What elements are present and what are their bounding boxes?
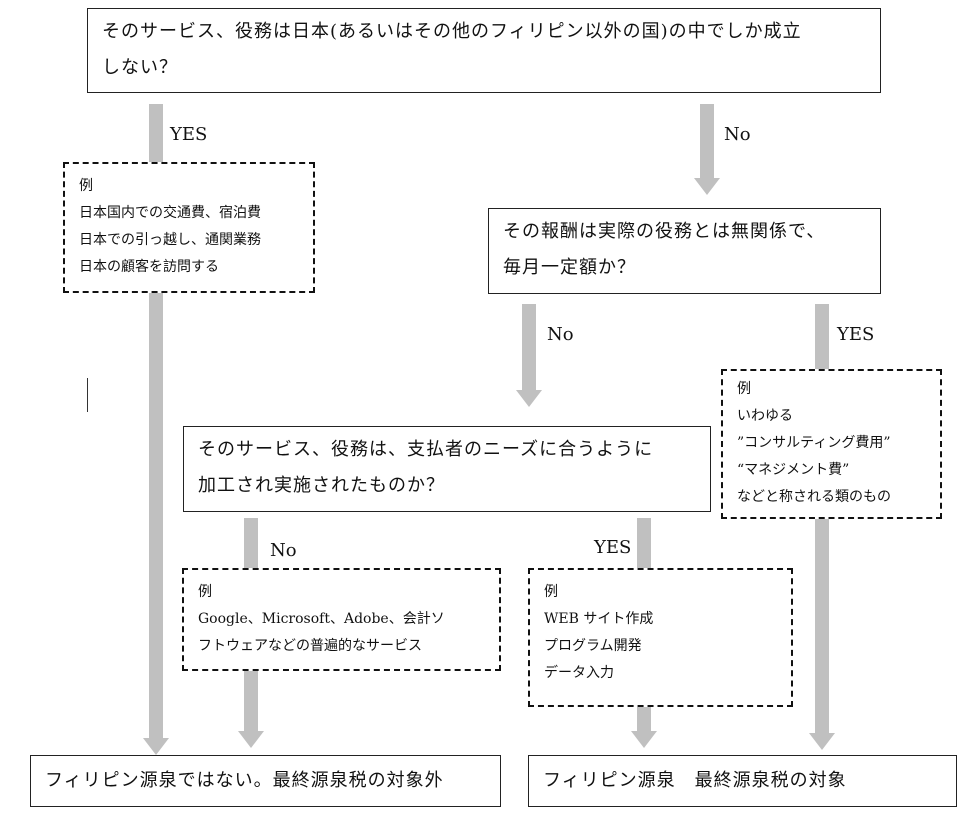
- question-1-line-1: そのサービス、役務は日本(あるいはその他のフィリピン以外の国)の中でしか成立: [102, 21, 802, 42]
- label-q3-no: No: [270, 540, 297, 561]
- arrow-q3-no-shaft-top: [244, 518, 258, 568]
- arrow-q3-no-shaft: [244, 670, 258, 732]
- arrow-q1-yes-shaft: [149, 292, 163, 740]
- example-1-title: 例: [79, 178, 93, 194]
- arrow-q2-yes-shaft-top: [815, 304, 829, 370]
- question-2-box: その報酬は実際の役務とは無関係で、 毎月一定額か？: [488, 208, 881, 294]
- example-1-line-1: 日本国内での交通費、宿泊費: [79, 205, 261, 221]
- example-4-title: 例: [544, 584, 558, 600]
- example-4-line-1: WEB サイト作成: [544, 611, 654, 627]
- example-3-title: 例: [198, 584, 212, 600]
- example-box-3: 例 Google、Microsoft、Adobe、会計ソ フトウェアなどの普遍的…: [182, 568, 501, 671]
- arrow-q1-yes-shaft-top: [149, 104, 163, 162]
- arrow-q3-yes-shaft: [637, 706, 651, 732]
- example-box-4: 例 WEB サイト作成 プログラム開発 データ入力: [528, 568, 793, 707]
- example-1-line-3: 日本の顧客を訪問する: [79, 259, 219, 275]
- question-3-line-2: 加工され実施されたものか？: [198, 475, 445, 496]
- arrow-q3-yes-shaft-top: [637, 518, 651, 568]
- result-not-source-box: フィリピン源泉ではない。最終源泉税の対象外: [30, 755, 501, 807]
- example-box-2: 例 いわゆる ”コンサルティング費用” “マネジメント費” などと称される類のも…: [721, 369, 942, 519]
- example-3-line-2: フトウェアなどの普遍的なサービス: [198, 638, 422, 654]
- example-box-1: 例 日本国内での交通費、宿泊費 日本での引っ越し、通関業務 日本の顧客を訪問する: [63, 162, 315, 293]
- example-2-line-2: ”コンサルティング費用”: [737, 435, 891, 451]
- example-4-line-2: プログラム開発: [544, 638, 642, 654]
- label-q1-no: No: [724, 124, 751, 145]
- example-2-line-3: “マネジメント費”: [737, 462, 850, 478]
- question-3-box: そのサービス、役務は、支払者のニーズに合うように 加工され実施されたものか？: [183, 426, 711, 512]
- arrow-q1-no-shaft: [700, 104, 714, 180]
- question-2-line-1: その報酬は実際の役務とは無関係で、: [503, 221, 826, 242]
- arrow-q1-yes-head: [143, 738, 169, 755]
- text-cursor: [87, 378, 88, 412]
- example-1-line-2: 日本での引っ越し、通関業務: [79, 232, 261, 248]
- label-q1-yes: YES: [170, 124, 208, 145]
- question-3-line-1: そのサービス、役務は、支払者のニーズに合うように: [198, 439, 654, 460]
- example-4-line-3: データ入力: [544, 665, 614, 681]
- label-q2-yes: YES: [837, 324, 875, 345]
- result-source-box: フィリピン源泉 最終源泉税の対象: [528, 755, 957, 807]
- arrow-q2-no-head: [516, 390, 542, 407]
- label-q2-no: No: [547, 324, 574, 345]
- arrow-q2-no-shaft: [522, 304, 536, 392]
- result-not-source-text: フィリピン源泉ではない。最終源泉税の対象外: [45, 770, 444, 791]
- question-2-line-2: 毎月一定額か？: [503, 257, 636, 278]
- arrow-q2-yes-head: [809, 733, 835, 750]
- arrow-q2-yes-shaft: [815, 518, 829, 740]
- result-source-text: フィリピン源泉 最終源泉税の対象: [543, 770, 847, 791]
- question-1-line-2: しない？: [102, 57, 178, 78]
- question-1-box: そのサービス、役務は日本(あるいはその他のフィリピン以外の国)の中でしか成立 し…: [87, 8, 881, 93]
- label-q3-yes: YES: [594, 537, 632, 558]
- example-2-line-1: いわゆる: [737, 408, 793, 424]
- arrow-q3-yes-head: [631, 731, 657, 748]
- example-2-title: 例: [737, 381, 751, 397]
- example-3-line-1: Google、Microsoft、Adobe、会計ソ: [198, 611, 445, 627]
- arrow-q1-no-head: [694, 178, 720, 195]
- arrow-q3-no-head: [238, 731, 264, 748]
- example-2-line-4: などと称される類のもの: [737, 489, 891, 505]
